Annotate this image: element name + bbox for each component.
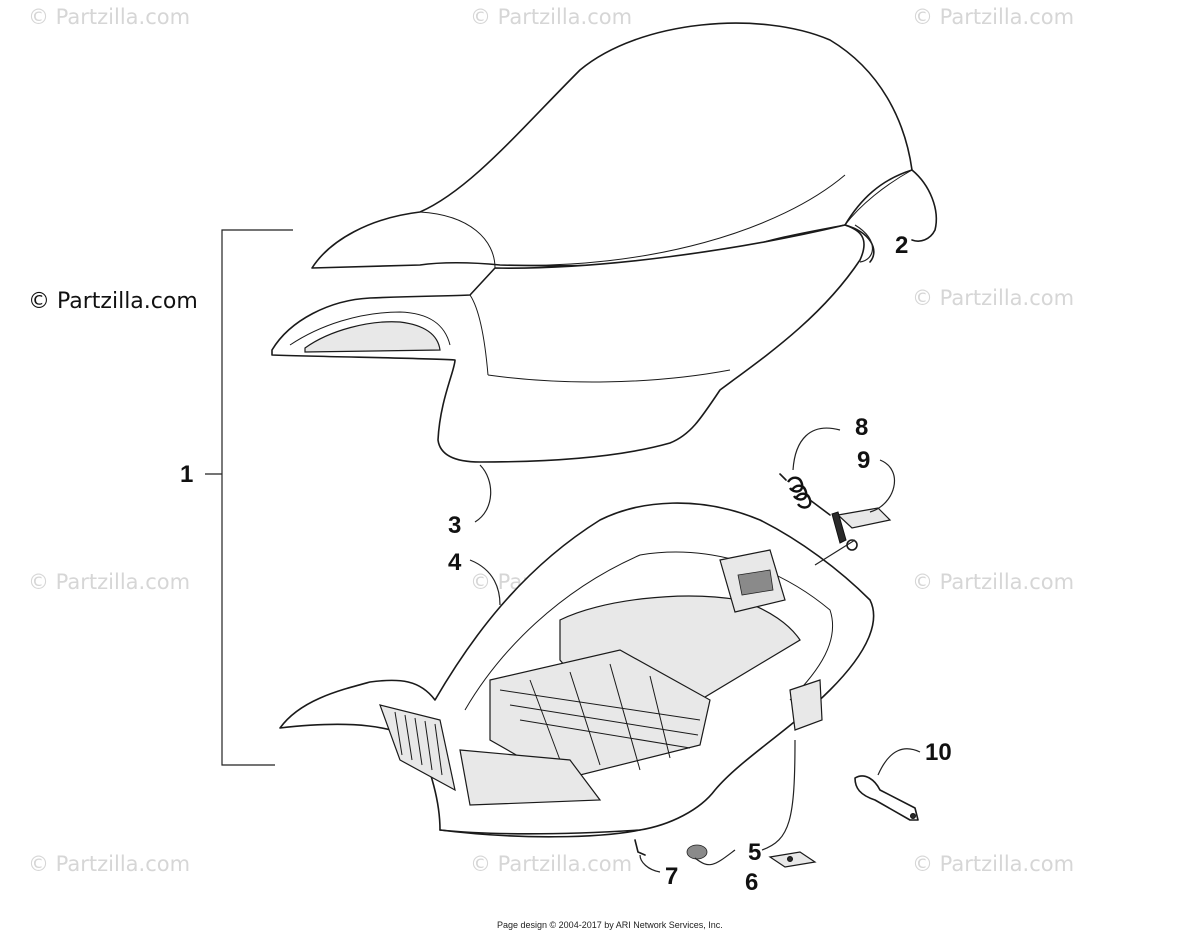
watermark: © Partzilla.com (28, 5, 190, 29)
tray-grid (499, 663, 701, 771)
callout-2: 2 (895, 232, 908, 259)
watermark: © Partzilla.com (912, 5, 1074, 29)
callout-4: 4 (448, 549, 462, 576)
watermark: © Partzilla.com (28, 852, 190, 876)
seat-cover-drawing (311, 22, 937, 269)
callout-5: 5 (748, 839, 761, 866)
assembly-bracket (205, 229, 293, 766)
callout-6: 6 (745, 869, 758, 896)
watermark: © Partzilla.com (912, 286, 1074, 310)
seat-base-drawing (279, 502, 875, 838)
callout-3: 3 (448, 512, 461, 539)
latch-spring-drawing (779, 473, 892, 551)
leader-lines (469, 224, 921, 873)
callout-7: 7 (665, 863, 678, 890)
small-parts-drawing (634, 775, 919, 868)
main-watermark: © Partzilla.com (28, 289, 198, 314)
watermark: © Partzilla.com (912, 570, 1074, 594)
footer-copyright: Page design © 2004-2017 by ARI Network S… (497, 920, 723, 930)
watermark: © Partzilla.com (912, 852, 1074, 876)
callout-8: 8 (855, 414, 868, 441)
watermark: © Partzilla.com (28, 570, 190, 594)
callout-labels: 1 2 3 4 5 6 7 8 9 10 (180, 232, 952, 896)
watermark: © Partzilla.com (470, 5, 632, 29)
watermark: © Partzilla.com (470, 852, 632, 876)
callout-9: 9 (857, 447, 870, 474)
callout-1: 1 (180, 461, 193, 488)
callout-10: 10 (925, 739, 952, 766)
vent-slats (394, 711, 443, 776)
